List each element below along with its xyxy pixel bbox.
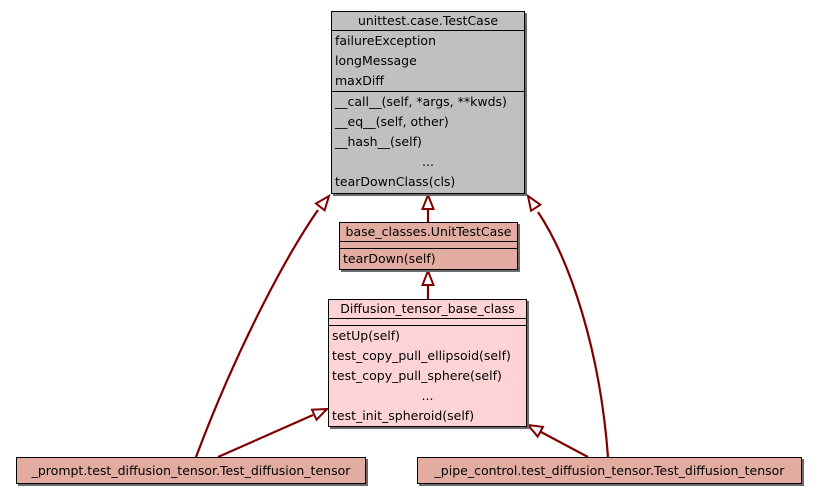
method-ellipsis: ...: [421, 388, 434, 403]
methods-section: tearDown(self): [340, 249, 517, 269]
attribute: failureException: [335, 33, 437, 48]
arrowhead-icon: [526, 193, 543, 213]
attribute: maxDiff: [335, 73, 384, 88]
arrowhead-icon: [310, 407, 330, 422]
methods-section: setUp(self) test_copy_pull_ellipsoid(sel…: [329, 326, 526, 426]
class-node-diffbase[interactable]: Diffusion_tensor_base_class setUp(self) …: [328, 299, 527, 427]
method: tearDown(self): [343, 251, 436, 266]
method: test_init_spheroid(self): [332, 408, 475, 423]
class-title: Diffusion_tensor_base_class: [329, 300, 526, 319]
method-ellipsis: ...: [422, 154, 434, 169]
inheritance-edge-prompt-to-testcase: [194, 209, 319, 458]
class-node-prompt-test[interactable]: _prompt.test_diffusion_tensor.Test_diffu…: [16, 457, 366, 484]
attributes-section: failureException longMessage maxDiff: [332, 31, 524, 92]
method: __eq__(self, other): [335, 114, 449, 129]
method: tearDownClass(cls): [335, 174, 456, 189]
class-title: unittest.case.TestCase: [332, 12, 524, 31]
arrowhead-icon: [421, 192, 435, 210]
arrowhead-icon: [314, 193, 331, 213]
class-node-pipe-control-test[interactable]: _pipe_control.test_diffusion_tensor.Test…: [417, 457, 802, 484]
method: setUp(self): [332, 328, 401, 343]
inheritance-edge-pipe-to-diffbase: [540, 431, 589, 458]
methods-section: __call__(self, *args, **kwds) __eq__(sel…: [332, 92, 524, 192]
class-title: _pipe_control.test_diffusion_tensor.Test…: [434, 463, 785, 478]
arrowhead-icon: [421, 268, 435, 286]
attributes-section: [340, 242, 517, 249]
class-title: base_classes.UnitTestCase: [340, 223, 517, 242]
inheritance-edge-pipe-to-testcase: [537, 211, 610, 458]
attributes-section: [329, 319, 526, 326]
inheritance-edge-prompt-to-diffbase: [217, 413, 314, 459]
method: test_copy_pull_sphere(self): [332, 368, 502, 383]
class-node-unittestcase[interactable]: base_classes.UnitTestCase tearDown(self): [339, 222, 518, 270]
class-title: _prompt.test_diffusion_tensor.Test_diffu…: [31, 463, 351, 478]
arrowhead-icon: [525, 423, 545, 439]
method: test_copy_pull_ellipsoid(self): [332, 348, 511, 363]
attribute: longMessage: [335, 53, 417, 68]
method: __hash__(self): [335, 134, 422, 149]
class-node-testcase[interactable]: unittest.case.TestCase failureException …: [331, 11, 525, 194]
method: __call__(self, *args, **kwds): [335, 94, 507, 109]
